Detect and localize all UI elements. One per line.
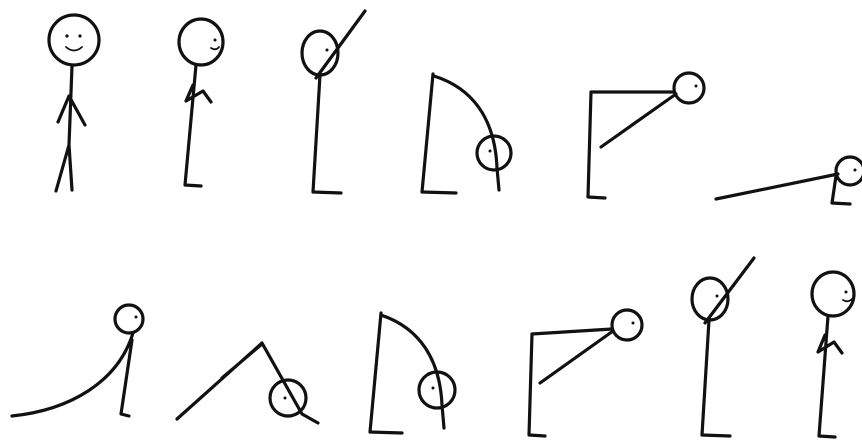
- pose-figure-standing-hands-at-chest: [812, 272, 854, 437]
- figure-head: [612, 310, 642, 340]
- figure-eye: [854, 169, 857, 172]
- figure-eye: [78, 34, 81, 37]
- figure-eye: [632, 322, 635, 325]
- pose-figure-lunge-with-head-up: [588, 73, 704, 198]
- figure-eye: [489, 150, 492, 153]
- figure-head: [115, 305, 143, 333]
- figure-mouth: [843, 299, 852, 301]
- pose-figure-lunge-with-head-up: [529, 310, 642, 436]
- figure-mouth: [211, 47, 219, 49]
- figure-body: [702, 258, 754, 436]
- figure-eye: [845, 291, 848, 294]
- figure-body: [716, 174, 850, 204]
- figure-eye: [695, 85, 698, 88]
- pose-figure-standing-hands-at-chest: [179, 19, 223, 186]
- figure-body: [185, 65, 211, 186]
- figure-eye: [65, 34, 68, 37]
- pose-figure-downward-angle: [177, 343, 318, 423]
- pose-figure-plank: [716, 157, 862, 204]
- figure-head: [812, 272, 854, 316]
- figure-head: [836, 157, 862, 185]
- figure-eye: [326, 49, 329, 52]
- figure-eye: [716, 295, 719, 298]
- figure-eye: [214, 39, 217, 42]
- figure-smile: [66, 47, 82, 51]
- figure-head: [179, 19, 223, 65]
- figure-body: [422, 74, 499, 193]
- figure-eye: [135, 316, 138, 319]
- figure-body: [12, 333, 133, 416]
- figure-body: [529, 329, 613, 436]
- figure-body: [588, 92, 676, 198]
- figure-head: [49, 15, 99, 65]
- figure-body: [313, 11, 365, 193]
- figure-body: [818, 316, 842, 437]
- pose-figure-forward-fold: [422, 74, 511, 193]
- pose-figure-standing-arms-raised: [692, 258, 754, 436]
- figure-eye: [432, 387, 435, 390]
- pose-figure-upward-arch: [12, 305, 143, 416]
- figure-eye: [284, 397, 287, 400]
- pose-figure-standing-smiling: [49, 15, 99, 191]
- figure-head: [674, 73, 704, 103]
- pose-figure-forward-fold: [370, 313, 455, 433]
- pose-figure-standing-arms-raised: [302, 11, 365, 193]
- figure-body: [56, 66, 85, 191]
